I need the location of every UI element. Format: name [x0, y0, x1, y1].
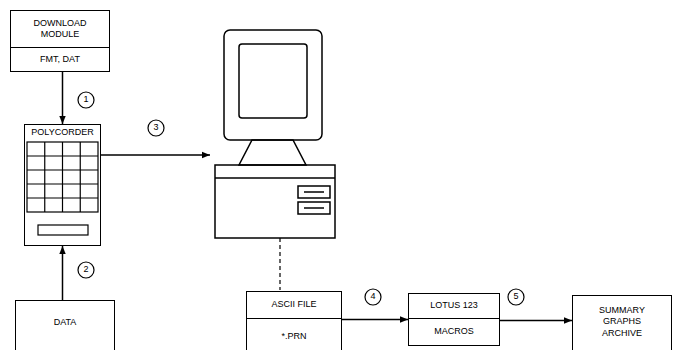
dashed-link [279, 238, 280, 290]
box-title: DOWNLOAD MODULE [11, 11, 109, 48]
callout-number: 1 [80, 95, 92, 105]
box-title: SUMMARY GRAPHS ARCHIVE [573, 296, 671, 348]
box-subtitle: MACROS [409, 319, 499, 345]
callout-number: 2 [80, 265, 92, 275]
callout-number: 4 [367, 292, 379, 302]
callout-number: 5 [510, 292, 522, 302]
output-box: SUMMARY GRAPHS ARCHIVE [572, 295, 672, 350]
box-title: LOTUS 123 [409, 294, 499, 319]
flow-arrow [500, 320, 572, 322]
box-title: POLYCORDER [25, 125, 100, 141]
box-subtitle: *.PRN [247, 319, 341, 350]
flow-arrow [62, 246, 64, 300]
box-subtitle: FMT, DAT [11, 48, 109, 71]
flow-arrow [62, 72, 64, 124]
transfer-arrow [101, 154, 210, 156]
file-box: ASCII FILE*.PRN [246, 291, 342, 350]
callout-number: 3 [150, 123, 162, 133]
flow-arrow [342, 319, 408, 321]
callout-circles [78, 92, 524, 305]
device-box: POLYCORDER [24, 124, 101, 246]
software-box: LOTUS 123MACROS [408, 293, 500, 346]
box-title: DATA [16, 301, 114, 345]
keypad [27, 142, 98, 235]
box-title: ASCII FILE [247, 292, 341, 319]
computer-illustration [215, 30, 335, 238]
data-box: DATA [15, 300, 115, 350]
module-box: DOWNLOAD MODULEFMT, DAT [10, 10, 110, 72]
